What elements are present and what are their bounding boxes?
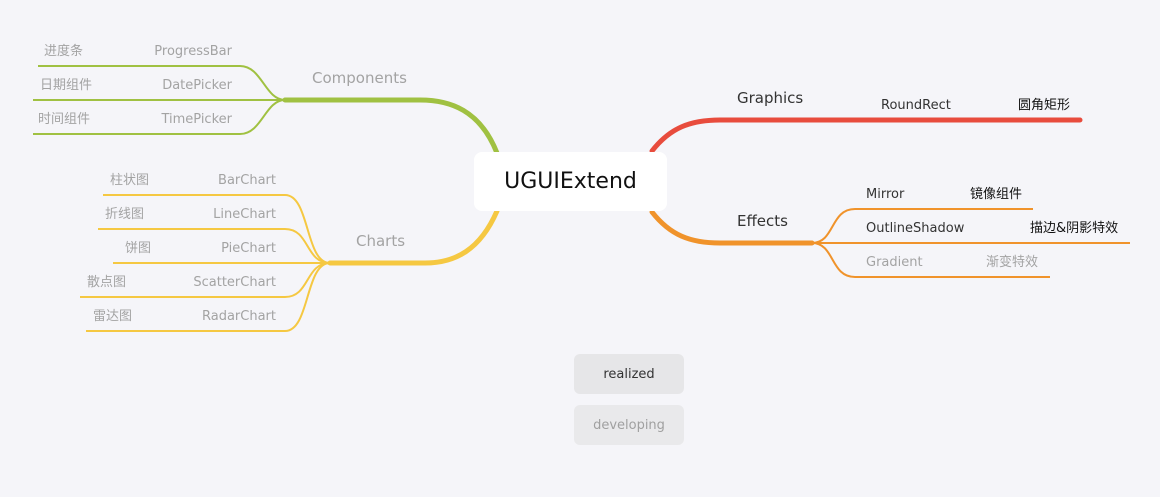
center-title: UGUIExtend: [504, 169, 637, 194]
components-connector-timepicker: [239, 99, 286, 135]
scatterchart-zh-label[interactable]: 散点图: [87, 275, 127, 290]
charts-main-branch: [327, 208, 500, 266]
progressbar-zh-label[interactable]: 进度条: [44, 44, 84, 59]
mirror-en-label[interactable]: Mirror: [866, 187, 905, 202]
charts-connector-barchart: [284, 194, 331, 264]
legend-developing: developing: [574, 405, 684, 445]
components-label[interactable]: Components: [312, 69, 407, 87]
mirror-zh-label[interactable]: 镜像组件: [970, 187, 1023, 202]
roundrect-en-label[interactable]: RoundRect: [881, 98, 951, 113]
outlineshadow-zh-label[interactable]: 描边&阴影特效: [1030, 221, 1119, 236]
gradient-en-label[interactable]: Gradient: [866, 255, 923, 270]
effects-label[interactable]: Effects: [737, 212, 788, 230]
roundrect-zh-label[interactable]: 圆角矩形: [1018, 98, 1071, 113]
components-main-branch: [282, 97, 500, 156]
timepicker-zh-label[interactable]: 时间组件: [38, 112, 91, 127]
components-connector-progressbar: [239, 65, 286, 101]
datepicker-zh-label[interactable]: 日期组件: [40, 78, 93, 93]
effects-main-branch: [649, 209, 815, 246]
charts-connector-radarchart: [284, 262, 331, 332]
charts-connector-scatterchart: [284, 262, 331, 298]
center-node[interactable]: UGUIExtend: [474, 152, 667, 211]
timepicker-en-label[interactable]: TimePicker: [161, 112, 232, 127]
graphics-main-branch: [649, 117, 1083, 154]
linechart-en-label[interactable]: LineChart: [213, 207, 276, 222]
legend-realized: realized: [574, 354, 684, 394]
graphics-label[interactable]: Graphics: [737, 89, 804, 107]
effects-connector-gradient: [811, 242, 856, 278]
datepicker-en-label[interactable]: DatePicker: [162, 78, 232, 93]
legend-realized-label: realized: [603, 366, 655, 382]
outlineshadow-en-label[interactable]: OutlineShadow: [866, 221, 965, 236]
piechart-zh-label[interactable]: 饼图: [125, 241, 152, 256]
radarchart-zh-label[interactable]: 雷达图: [93, 309, 133, 324]
radarchart-en-label[interactable]: RadarChart: [201, 309, 276, 324]
linechart-zh-label[interactable]: 折线图: [105, 207, 145, 222]
charts-label[interactable]: Charts: [356, 232, 406, 250]
legend-developing-label: developing: [593, 417, 665, 433]
barchart-zh-label[interactable]: 柱状图: [110, 173, 150, 188]
gradient-zh-label[interactable]: 渐变特效: [986, 255, 1039, 270]
charts-connector-linechart: [284, 228, 331, 264]
barchart-en-label[interactable]: BarChart: [218, 173, 276, 188]
scatterchart-en-label[interactable]: ScatterChart: [193, 275, 276, 290]
progressbar-en-label[interactable]: ProgressBar: [154, 44, 232, 59]
piechart-en-label[interactable]: PieChart: [221, 241, 276, 256]
effects-connector-mirror: [811, 208, 856, 244]
